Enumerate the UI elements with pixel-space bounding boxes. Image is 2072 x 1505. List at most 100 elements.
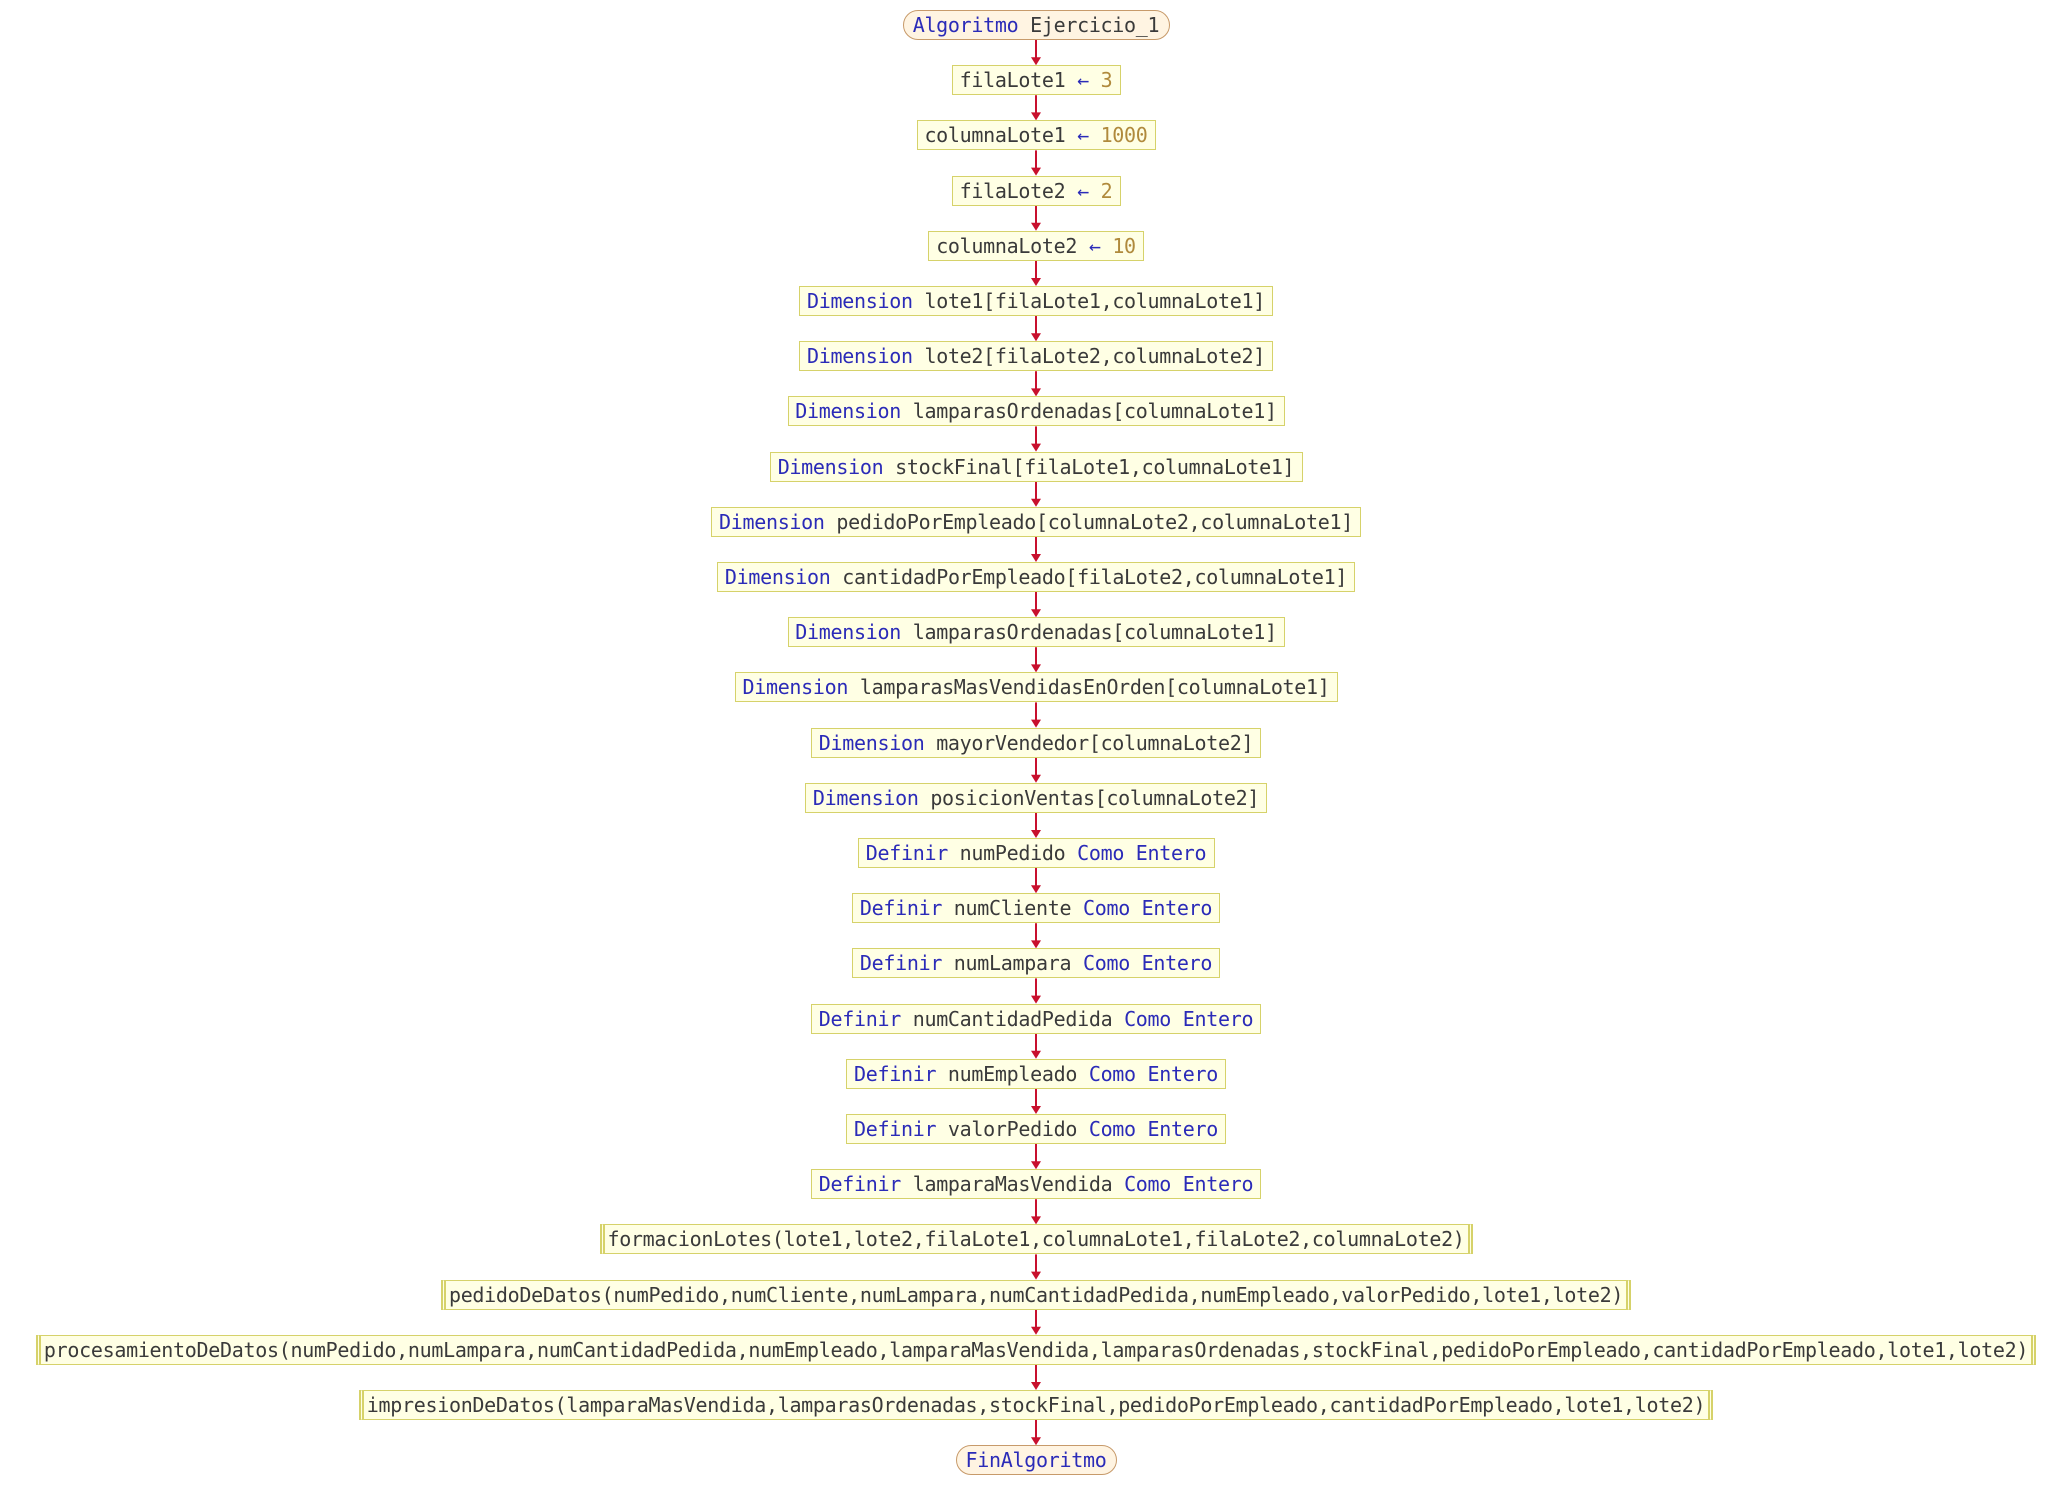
flow-arrowhead [1031, 443, 1041, 452]
node-text: Dimension [742, 675, 849, 700]
flow-arrowhead [1031, 1106, 1041, 1114]
node-text: pedidoPorEmpleado[columnaLote2,columnaLo… [824, 509, 1354, 534]
node-text: Como Entero [1082, 951, 1213, 976]
node-text: Definir [865, 841, 948, 865]
node-text: mayorVendedor[columnaLote2] [924, 730, 1254, 755]
flow-arrowhead [1031, 167, 1041, 176]
node-text: Definir [854, 1117, 937, 1141]
node-text: formacionLotes(lote1,lote2,filaLote1,col… [607, 1227, 1465, 1252]
node-text: Como Entero [1077, 841, 1207, 865]
node-text: pedidoDeDatos(numPedido,numCliente,numLa… [448, 1282, 1624, 1307]
node-text: Dimension [818, 730, 925, 755]
node-text: lote2[filaLote2,columnaLote2] [912, 344, 1265, 369]
node-text: numEmpleado [936, 1061, 1089, 1086]
process-box: Dimension lote1[filaLote1,columnaLote1] [799, 286, 1273, 316]
subprocess-call-box: procesamientoDeDatos(numPedido,numLampar… [36, 1334, 2036, 1365]
flow-arrowhead [1031, 333, 1041, 342]
process-box: Definir numEmpleado Como Entero [846, 1058, 1226, 1089]
node-text: numLampara [942, 951, 1083, 976]
node-text: FinAlgoritmo [965, 1448, 1107, 1473]
process-box: Definir numCliente Como Entero [852, 893, 1220, 924]
node-text: lote1[filaLote1,columnaLote1] [912, 289, 1265, 313]
node-text: cantidadPorEmpleado[filaLote2,columnaLot… [830, 565, 1348, 589]
flow-arrowhead [1031, 1382, 1041, 1390]
node-text: Como Entero [1088, 1117, 1218, 1141]
process-box: Dimension posicionVentas[columnaLote2] [805, 782, 1267, 813]
node-text: Definir [859, 896, 943, 921]
node-text: numCliente [942, 896, 1083, 921]
node-text: Dimension [795, 399, 901, 424]
process-box: filaLote2 ← 2 [951, 175, 1121, 206]
node-text: Algoritmo [912, 13, 1019, 37]
node-text: Como Entero [1124, 1006, 1254, 1031]
node-text: Dimension [724, 565, 831, 589]
flow-arrowhead [1031, 664, 1041, 673]
node-text: numPedido [947, 841, 1078, 865]
process-box: Definir lamparaMasVendida Como Entero [811, 1169, 1261, 1200]
flow-arrowhead [1031, 388, 1041, 397]
flow-arrowhead [1031, 1271, 1041, 1280]
node-text: 3 [1088, 68, 1113, 93]
flow-arrowhead [1031, 774, 1041, 783]
node-text: impresionDeDatos(lamparaMasVendida,lampa… [366, 1393, 1706, 1417]
process-box: Definir numPedido Como Entero [857, 838, 1215, 868]
node-text: Dimension [718, 509, 825, 534]
process-box: filaLote1 ← 3 [951, 65, 1121, 96]
flow-arrowhead [1031, 278, 1041, 286]
process-box: Dimension pedidoPorEmpleado[columnaLote2… [711, 506, 1361, 537]
flow-arrowhead [1031, 1216, 1041, 1225]
node-text: columnaLote2 [936, 233, 1089, 258]
process-box: Dimension mayorVendedor[columnaLote2] [811, 727, 1261, 758]
flow-arrowhead [1031, 1161, 1041, 1170]
process-box: Definir numLampara Como Entero [852, 948, 1220, 979]
node-text: ← [1088, 233, 1101, 258]
node-text: Como Entero [1082, 896, 1213, 921]
process-box: columnaLote2 ← 10 [928, 230, 1144, 261]
flow-arrowhead [1031, 1326, 1041, 1335]
node-text: Como Entero [1124, 1172, 1254, 1197]
flow-arrowhead [1031, 498, 1041, 507]
node-text: Definir [859, 951, 943, 976]
node-text: columnaLote1 [924, 123, 1078, 148]
node-text: valorPedido [936, 1117, 1089, 1141]
node-text: Como Entero [1088, 1061, 1218, 1086]
node-text: 1000 [1088, 123, 1148, 148]
flow-arrowhead [1031, 222, 1041, 231]
end-terminal: FinAlgoritmo [955, 1445, 1117, 1476]
flow-arrowhead [1031, 885, 1041, 894]
flow-arrowhead [1031, 554, 1041, 562]
node-text: Definir [818, 1006, 901, 1031]
flow-arrowhead [1031, 112, 1041, 121]
node-text: Ejercicio_1 [1018, 13, 1160, 37]
subprocess-call-box: formacionLotes(lote1,lote2,filaLote1,col… [599, 1224, 1473, 1255]
node-text: Dimension [807, 289, 913, 313]
node-text: ← [1077, 123, 1089, 148]
node-text: lamparasMasVendidasEnOrden[columnaLote1] [848, 675, 1330, 700]
node-text: stockFinal[filaLote1,columnaLote1] [883, 454, 1295, 479]
flow-arrowhead [1031, 995, 1041, 1004]
subprocess-call-box: impresionDeDatos(lamparaMasVendida,lampa… [359, 1390, 1713, 1420]
node-text: lamparasOrdenadas[columnaLote1] [900, 399, 1277, 424]
node-text: Dimension [795, 620, 901, 645]
node-text: filaLote1 [959, 68, 1078, 93]
flow-arrowhead [1031, 1437, 1041, 1446]
process-box: Dimension lamparasOrdenadas[columnaLote1… [787, 396, 1285, 427]
flow-arrowhead [1031, 830, 1041, 838]
node-text: numCantidadPedida [900, 1006, 1125, 1031]
node-text: Dimension [812, 785, 919, 810]
node-text: Definir [854, 1061, 937, 1086]
node-text: ← [1077, 68, 1089, 93]
flow-arrowhead [1031, 57, 1041, 66]
process-box: Dimension cantidadPorEmpleado[filaLote2,… [717, 562, 1355, 592]
node-text: procesamientoDeDatos(numPedido,numLampar… [43, 1337, 2029, 1362]
process-box: columnaLote1 ← 1000 [916, 120, 1156, 151]
node-text: 10 [1100, 233, 1136, 258]
process-box: Definir numCantidadPedida Como Entero [811, 1003, 1261, 1034]
node-text: lamparaMasVendida [900, 1172, 1125, 1197]
process-box: Dimension lamparasOrdenadas[columnaLote1… [787, 617, 1285, 648]
node-text: Dimension [807, 344, 913, 369]
flow-arrowhead [1031, 1050, 1041, 1059]
node-text: Definir [818, 1172, 901, 1197]
